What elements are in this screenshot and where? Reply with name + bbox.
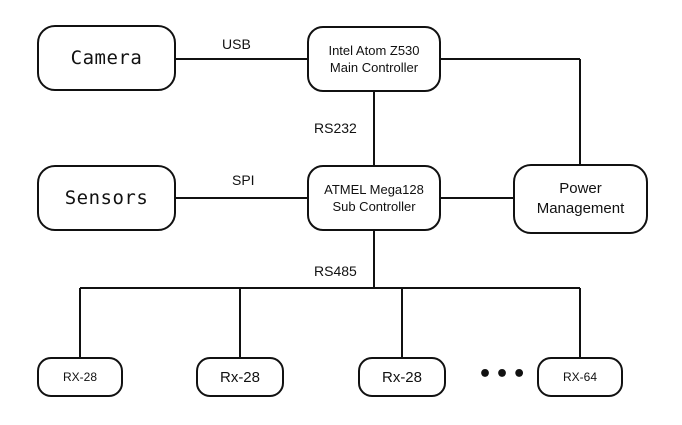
rs485-label: RS485	[314, 263, 357, 279]
sub-controller-line2: Sub Controller	[332, 199, 416, 214]
servo-node-3: Rx-28	[358, 357, 446, 397]
servo-label-1: RX-28	[62, 370, 97, 384]
main-controller-line2: Main Controller	[329, 60, 419, 75]
sub-controller-line1: ATMEL Mega128	[324, 182, 424, 197]
sensors-node: Sensors	[37, 165, 176, 231]
usb-label: USB	[222, 36, 251, 52]
servo-label-4: RX-64	[562, 370, 597, 384]
spi-label: SPI	[232, 172, 255, 188]
camera-label: Camera	[70, 47, 143, 69]
more-servos-ellipsis: •••	[478, 362, 530, 387]
power-management-node: Power Management	[513, 164, 648, 234]
power-management-line1: Power	[559, 180, 602, 197]
main-controller-node: Intel Atom Z530 Main Controller	[307, 26, 441, 92]
rs232-label: RS232	[314, 120, 357, 136]
servo-label-2: Rx-28	[219, 368, 260, 386]
sub-controller-node: ATMEL Mega128 Sub Controller	[307, 165, 441, 231]
camera-node: Camera	[37, 25, 176, 91]
servo-node-4: RX-64	[537, 357, 623, 397]
servo-label-3: Rx-28	[381, 368, 422, 386]
servo-node-2: Rx-28	[196, 357, 284, 397]
sensors-label: Sensors	[64, 187, 149, 209]
power-management-line2: Management	[536, 200, 625, 217]
main-controller-line1: Intel Atom Z530	[328, 43, 420, 58]
servo-node-1: RX-28	[37, 357, 123, 397]
